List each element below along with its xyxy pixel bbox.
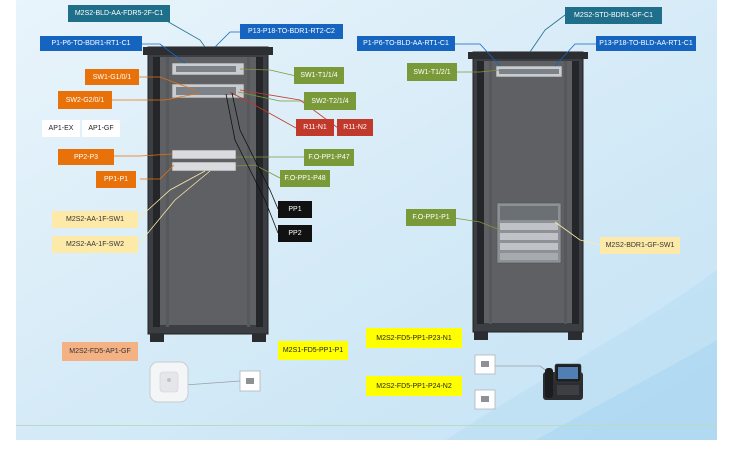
network-wall-jack-icon [474,354,496,375]
right-rack-foot-left [474,332,488,340]
label-m2s2-aa-1f-sw2: M2S2-AA-1F-SW2 [52,236,138,253]
right-rack-rail-right [572,61,579,324]
left-rack-switch-2-ports [176,87,236,95]
left-rack-switch-1-ports [176,66,236,72]
right-rack-chassis-card-1 [500,223,558,230]
floor-line [16,425,717,426]
left-rack-rail-left [153,57,160,327]
label-sw1-t1-1-4: SW1-T1/1/4 [294,67,344,84]
label-m2s2-aa-1f-sw1: M2S2-AA-1F-SW1 [52,211,138,228]
label-p13-p18-to-bld-aa-rt1-c1: P13-P18-TO-BLD-AA-RT1-C1 [596,36,696,51]
right-rack-chassis-card-3 [500,243,558,250]
left-rack-interior [158,57,258,325]
right-rack-interior [482,61,574,323]
label-pp2: PP2 [278,225,312,242]
label-m2s2-fd5-ap1-gf: M2S2-FD5-AP1-GF [62,342,138,361]
label-pp1-p1: PP1-P1 [96,171,136,188]
ip-phone-icon [543,363,583,400]
label-pp2-p3: PP2-P3 [58,149,114,165]
network-wall-jack-icon [239,370,261,392]
right-rack-chassis-card-2 [500,233,558,240]
left-rack-patch-panel-1 [171,161,237,172]
right-rack-top-switch-ports [499,69,559,74]
label-ap1-gf: AP1-GF [82,120,120,137]
background-wave [446,270,717,440]
left-rack [143,46,273,342]
right-rack-chassis-card-4 [500,253,558,260]
label-m2s2-bld-aa-fdr5-2f-c1: M2S2-BLD-AA-FDR5-2F-C1 [68,5,170,22]
label-p1-p6-to-bdr1-rt1-c1: P1-P6-TO-BDR1-RT1-C1 [40,36,142,51]
left-connections [96,19,339,386]
label-sw1-t1-2-1: SW1-T1/2/1 [407,63,457,81]
left-rack-post-right [247,57,250,327]
label-r11-n1: R11-N1 [296,119,334,136]
label-m2s1-fd5-pp1-p1: M2S1-FD5-PP1-P1 [278,341,348,360]
right-rack-post-left [489,61,492,324]
left-rack-foot-left [150,334,164,342]
label-fo-pp1-p47: F.O-PP1-P47 [304,149,354,166]
label-p1-p6-to-bld-aa-rt1-c1: P1-P6-TO-BLD-AA-RT1-C1 [357,36,455,51]
label-sw2-g2-0-1: SW2-G2/0/1 [58,91,112,109]
label-fo-pp1-p48: F.O-PP1-P48 [280,170,330,187]
label-sw1-g1-0-1: SW1-G1/0/1 [85,69,139,85]
label-m2s2-fd5-pp1-p23-n1: M2S2-FD5-PP1-P23-N1 [366,328,462,348]
label-ap1-ex: AP1-EX [42,120,80,137]
right-rack-chassis-fan [500,206,558,220]
label-m2s2-fd5-pp1-p24-n2: M2S2-FD5-PP1-P24-N2 [366,376,462,396]
label-fo-pp1-p1: F.O-PP1-P1 [406,209,456,226]
left-rack-top [143,47,273,55]
right-rack-rail-left [477,61,484,324]
label-sw2-t2-1-4: SW2-T2/1/4 [304,92,356,110]
left-rack-patch-panel-2 [171,149,237,160]
label-r11-n2: R11-N2 [337,119,373,136]
label-p13-p18-to-bdr1-rt2-c2: P13-P18-TO-BDR1-RT2-C2 [240,24,343,39]
right-rack-post-right [564,61,567,324]
label-m2s2-std-bdr1-gf-c1: M2S2-STD-BDR1-GF-C1 [565,7,662,24]
label-pp1: PP1 [278,201,312,218]
right-rack [468,51,588,340]
network-wall-jack-icon [474,389,496,410]
right-rack-foot-right [568,332,582,340]
left-rack-rail-right [256,57,263,327]
right-rack-top [468,52,588,59]
label-m2s2-bdr1-gf-sw1: M2S2-BDR1-GF-SW1 [600,237,680,254]
wireless-access-point-icon [149,361,189,403]
left-rack-foot-right [252,334,266,342]
